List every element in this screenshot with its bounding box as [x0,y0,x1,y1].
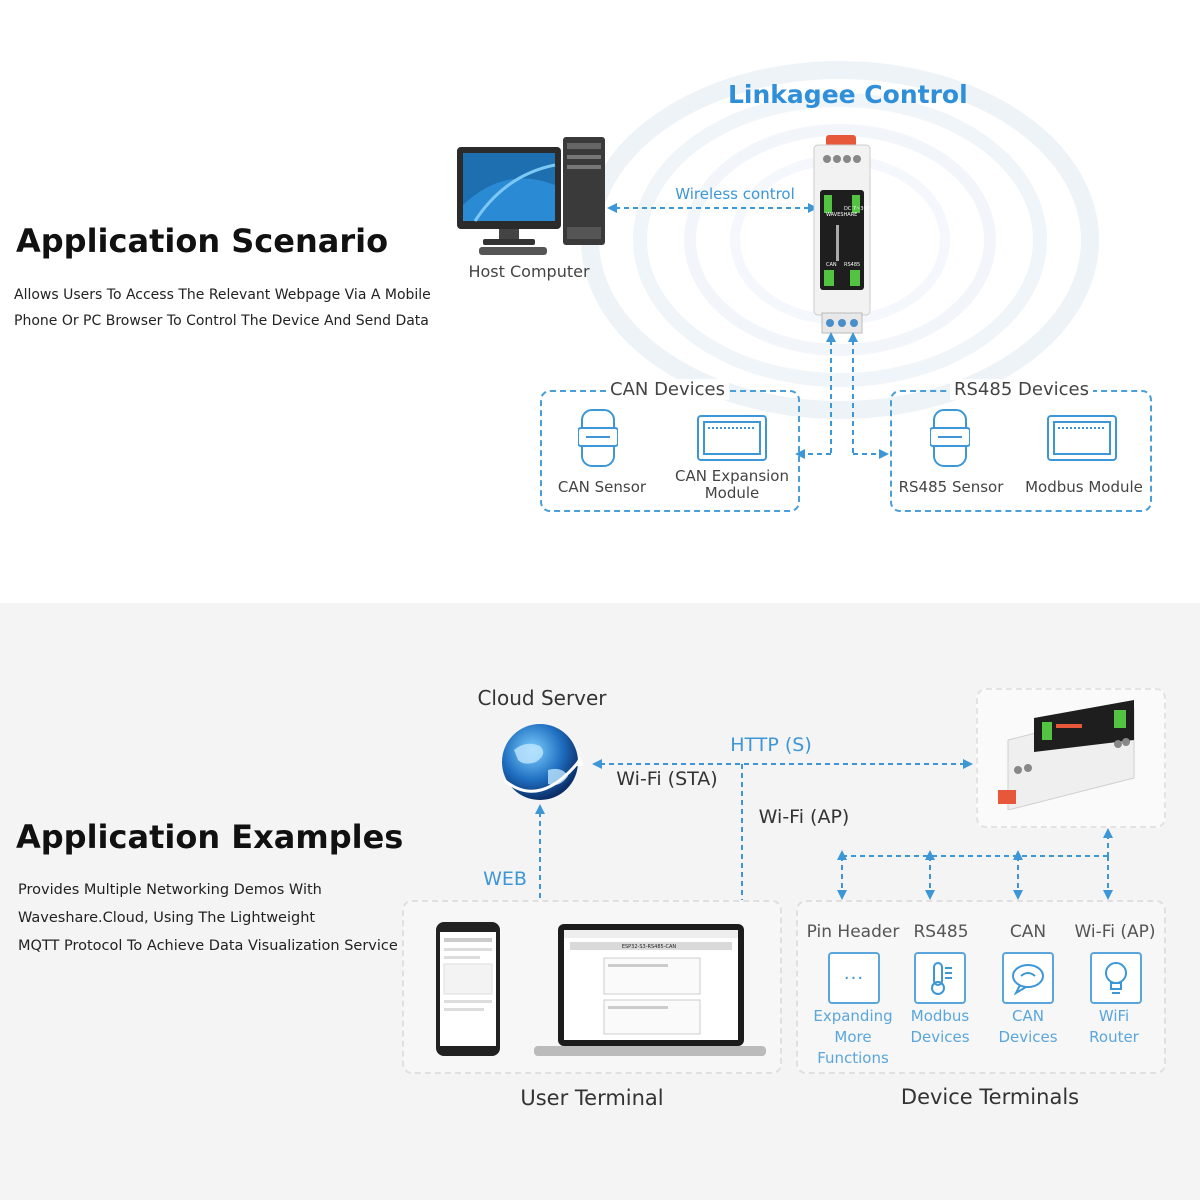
scenario-heading: Application Scenario [16,222,389,260]
wireless-control-label: Wireless control [675,185,795,203]
terminal-desc-pin-header: Expanding More Functions [798,1006,908,1069]
terminal-desc-line: Expanding [813,1007,893,1025]
thermometer-icon [914,952,966,1004]
modbus-module-label: Modbus Module [1025,478,1143,496]
host-computer-label: Host Computer [468,262,590,281]
device-terminals-label: Device Terminals [900,1085,1080,1109]
can-devices-title: CAN Devices [606,379,730,400]
host-computer-icon [457,137,605,255]
wifi-sta-label: Wi-Fi (STA) [616,768,718,790]
web-label: WEB [483,868,527,890]
cloud-globe-icon [502,724,584,800]
rs485-devices-title: RS485 Devices [950,379,1093,400]
device-brand-label: WAVESHARE [826,212,858,218]
terminal-desc-line: CAN [1012,1007,1044,1025]
bus-connection-lines [795,332,889,459]
cloud-server-label: Cloud Server [477,686,607,710]
can-sensor-label: CAN Sensor [557,478,647,496]
laptop-screen-title: ESP32-S3-RS485-CAN [621,944,677,950]
modbus-module-icon [1047,415,1117,461]
application-scenario-section: Application Scenario Allows Users To Acc… [14,61,1152,512]
wireless-control-arrow [607,203,818,213]
terminal-head-can: CAN [1009,922,1047,942]
din-rail-device-angle-graphic [998,700,1135,810]
terminal-head-rs485: RS485 [913,922,969,942]
http-label: HTTP (S) [730,734,812,756]
rs485-sensor-icon [930,409,970,467]
terminal-desc-line: WiFi [1098,1007,1130,1025]
device-power-label: DC 7~36V [844,206,871,212]
device-rs485-port-label: RS485 [844,262,861,268]
terminal-head-wifi-ap: Wi-Fi (AP) [1074,922,1156,942]
terminal-desc-line: Router [1089,1028,1139,1046]
terminal-desc-line: Devices [910,1028,970,1046]
wifi-ap-link-line [737,764,747,918]
wifi-ap-label: Wi-Fi (AP) [758,806,850,828]
chat-bubble-icon [1002,952,1054,1004]
examples-desc-line: Waveshare.Cloud, Using The Lightweight [18,910,316,926]
terminal-desc-can: CAN Devices [992,1006,1064,1048]
laptop-icon [534,924,766,1056]
device-can-port-label: CAN [826,262,837,268]
lightbulb-icon [1090,952,1142,1004]
can-expansion-module-label: CAN Expansion Module [668,468,796,502]
http-arrow [592,759,973,769]
terminal-desc-line: More Functions [817,1028,889,1067]
user-terminal-label: User Terminal [520,1086,664,1110]
smartphone-icon [436,922,500,1056]
can-expansion-module-icon [697,415,767,461]
terminal-desc-rs485: Modbus Devices [904,1006,976,1048]
dots-icon: ··· [828,952,880,1004]
terminal-desc-line: Devices [998,1028,1058,1046]
terminal-desc-wifi: WiFi Router [1078,1006,1150,1048]
can-expansion-label-line: CAN Expansion [675,467,789,485]
terminal-head-pin-header: Pin Header [806,922,900,942]
can-sensor-icon [578,409,618,467]
scenario-description: Allows Users To Access The Relevant Webp… [14,282,431,334]
din-rail-device-graphic [813,135,871,334]
scenario-desc-line: Phone Or PC Browser To Control The Devic… [14,313,429,329]
device-bus-lines [837,828,1113,900]
scenario-desc-line: Allows Users To Access The Relevant Webp… [14,287,431,303]
examples-description: Provides Multiple Networking Demos With … [18,876,398,960]
can-expansion-label-line: Module [704,484,760,502]
examples-heading: Application Examples [16,818,404,856]
rs485-sensor-label: RS485 Sensor [898,478,1004,496]
diagram-title: Linkagee Control [728,80,968,109]
examples-desc-line: Provides Multiple Networking Demos With [18,882,322,898]
terminal-desc-line: Modbus [910,1007,970,1025]
examples-desc-line: MQTT Protocol To Achieve Data Visualizat… [18,938,398,954]
